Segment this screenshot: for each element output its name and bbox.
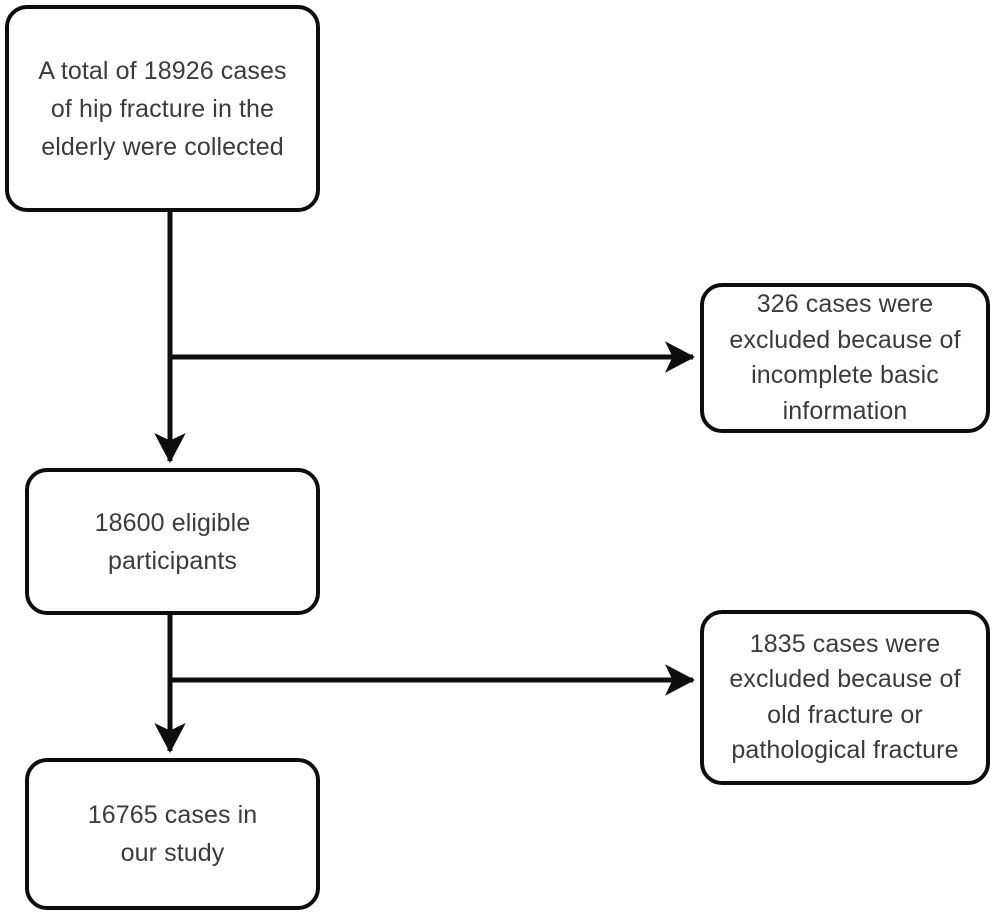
- node-total-collected-label: A total of 18926 cases of hip fracture i…: [38, 56, 287, 161]
- node-excluded-old-pathological-fracture-label: 1835 cases were excluded because of old …: [729, 629, 961, 765]
- node-excluded-incomplete-information-label: 326 cases were excluded because of incom…: [729, 290, 961, 425]
- node-final-study-cases-label: 16765 cases in our study: [87, 801, 258, 867]
- node-eligible-participants: 18600 eligible participants: [25, 468, 320, 615]
- node-final-study-cases: 16765 cases in our study: [25, 758, 320, 910]
- node-total-collected: A total of 18926 cases of hip fracture i…: [5, 5, 320, 212]
- node-excluded-incomplete-information: 326 cases were excluded because of incom…: [700, 283, 990, 433]
- node-excluded-old-pathological-fracture: 1835 cases were excluded because of old …: [700, 610, 990, 785]
- node-eligible-participants-label: 18600 eligible participants: [94, 508, 251, 575]
